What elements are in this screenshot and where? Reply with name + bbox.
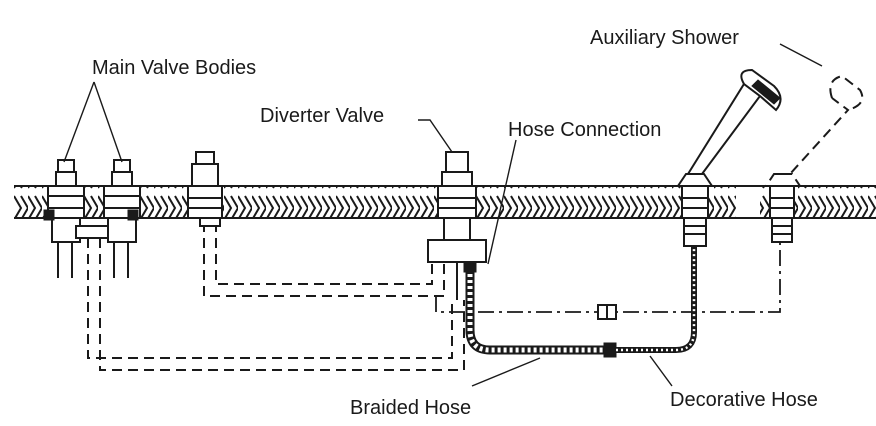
decorative-hose [616, 246, 697, 353]
supply-lines [87, 222, 465, 371]
label-auxiliary-shower: Auxiliary Shower [590, 27, 739, 49]
main-valve-body-right [103, 159, 141, 278]
hose-joint [603, 342, 617, 358]
valve-crossover [75, 225, 109, 239]
hose-connection-fitting [463, 261, 477, 273]
handshower [676, 68, 782, 247]
label-hose-connection: Hose Connection [508, 119, 661, 141]
label-decorative-hose: Decorative Hose [670, 389, 818, 411]
leader-lines [63, 43, 823, 387]
label-main-valve-bodies: Main Valve Bodies [92, 57, 256, 79]
spout-fitting [187, 151, 223, 227]
label-braided-hose: Braided Hose [350, 397, 471, 419]
main-valve-body-left [43, 159, 85, 278]
label-diverter-valve: Diverter Valve [260, 105, 384, 127]
diverter-valve [427, 151, 487, 300]
auxiliary-outlet-line [435, 240, 781, 320]
auxiliary-shower [764, 74, 864, 243]
braided-hose [463, 261, 617, 358]
